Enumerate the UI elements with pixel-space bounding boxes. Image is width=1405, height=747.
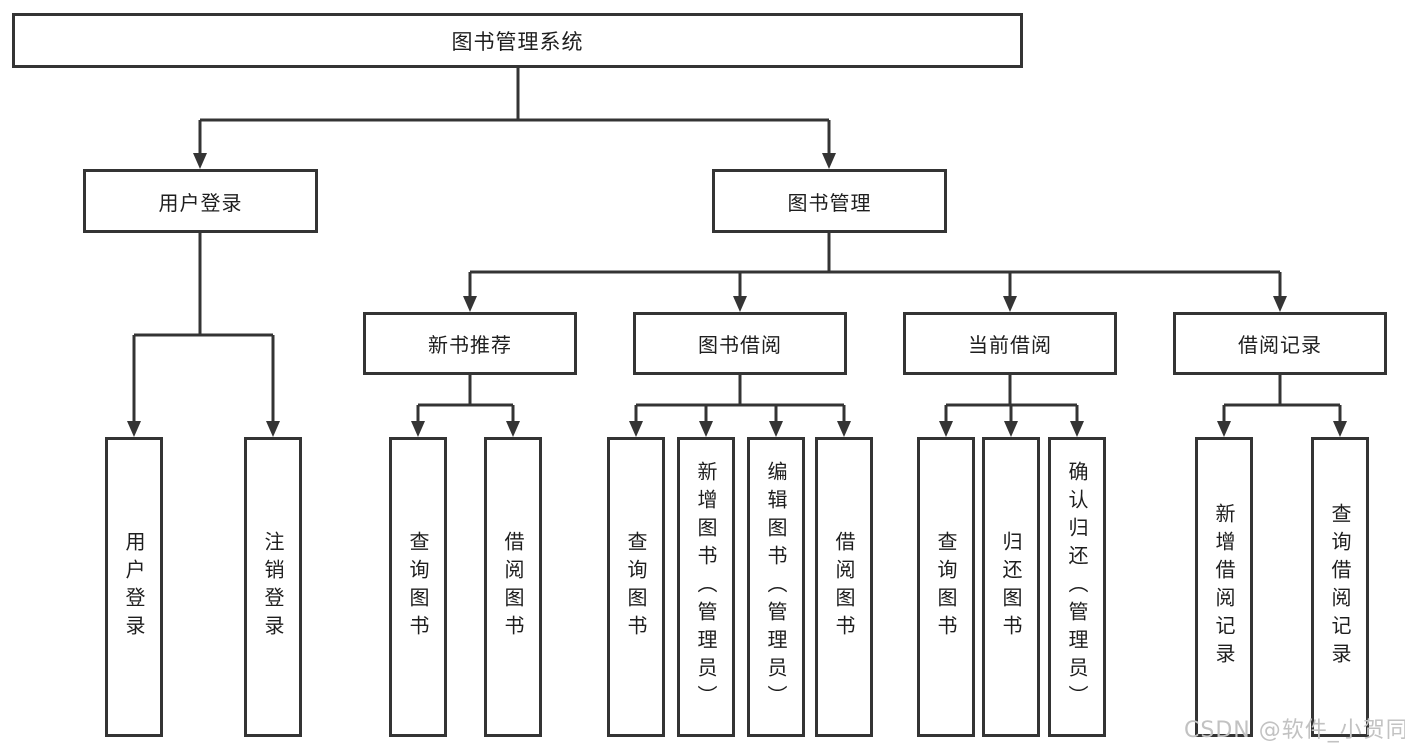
arrowhead [629, 421, 643, 437]
leaf-query-books-borrow-label: 查询图书 [624, 531, 648, 643]
arrowhead [822, 153, 836, 169]
arrowhead [769, 421, 783, 437]
leaf-confirm-return-admin-label: 确认归还（管理员） [1065, 461, 1089, 713]
leaf-logout: 注销登录 [244, 437, 302, 737]
arrowhead [266, 421, 280, 437]
connector-current-borrow-to-leaves [939, 375, 1084, 437]
arrowhead [127, 421, 141, 437]
leaf-user-login: 用户登录 [105, 437, 163, 737]
arrowhead [1273, 296, 1287, 312]
node-user-login: 用户登录 [83, 169, 318, 233]
node-library-system: 图书管理系统 [12, 13, 1023, 68]
leaf-add-borrow-record-label: 新增借阅记录 [1212, 503, 1236, 671]
leaf-logout-label: 注销登录 [261, 531, 285, 643]
arrowhead [506, 421, 520, 437]
node-current-borrow: 当前借阅 [903, 312, 1117, 375]
leaf-borrow-books-recommend: 借阅图书 [484, 437, 542, 737]
leaf-query-books-recommend-label: 查询图书 [406, 531, 430, 643]
leaf-query-borrow-record-label: 查询借阅记录 [1328, 503, 1352, 671]
node-user-login-label: 用户登录 [158, 190, 243, 215]
leaf-query-borrow-record: 查询借阅记录 [1311, 437, 1369, 737]
leaf-borrow-books-recommend-label: 借阅图书 [501, 531, 525, 643]
node-borrow-records: 借阅记录 [1173, 312, 1387, 375]
connector-borrow-records-to-leaves [1217, 375, 1347, 437]
leaf-user-login-label: 用户登录 [122, 531, 146, 643]
leaf-add-borrow-record: 新增借阅记录 [1195, 437, 1253, 737]
connector-root-to-branches [193, 68, 836, 169]
connector-line [470, 233, 1280, 274]
leaf-query-books-current: 查询图书 [917, 437, 975, 737]
arrowhead [193, 153, 207, 169]
arrowhead [463, 296, 477, 312]
connector-line [418, 375, 513, 407]
leaf-borrow-books-borrow-label: 借阅图书 [832, 531, 856, 643]
connector-line [946, 375, 1077, 407]
leaf-query-books-current-label: 查询图书 [934, 531, 958, 643]
node-new-book-recommend: 新书推荐 [363, 312, 577, 375]
node-borrow-records-label: 借阅记录 [1238, 333, 1322, 357]
leaf-confirm-return-admin: 确认归还（管理员） [1048, 437, 1106, 737]
connector-line [200, 68, 829, 122]
node-book-management-label: 图书管理 [787, 190, 872, 215]
connector-line [636, 375, 844, 407]
leaf-query-books-borrow: 查询图书 [607, 437, 665, 737]
node-book-borrow: 图书借阅 [633, 312, 847, 375]
node-library-system-label: 图书管理系统 [451, 29, 584, 54]
arrowhead [939, 421, 953, 437]
arrowhead [699, 421, 713, 437]
leaf-return-books: 归还图书 [982, 437, 1040, 737]
leaf-return-books-label: 归还图书 [999, 531, 1023, 643]
connector-new-book-recommend-to-leaves [411, 375, 520, 437]
arrowhead [837, 421, 851, 437]
leaf-add-book-admin-label: 新增图书（管理员） [694, 461, 718, 713]
node-new-book-recommend-label: 新书推荐 [428, 333, 512, 357]
leaf-query-books-recommend: 查询图书 [389, 437, 447, 737]
arrowhead [1003, 296, 1017, 312]
node-current-borrow-label: 当前借阅 [968, 333, 1052, 357]
node-book-borrow-label: 图书借阅 [698, 333, 782, 357]
arrowhead [1004, 421, 1018, 437]
arrowhead [1070, 421, 1084, 437]
node-book-management: 图书管理 [712, 169, 947, 233]
leaf-add-book-admin: 新增图书（管理员） [677, 437, 735, 737]
leaf-edit-book-admin-label: 编辑图书（管理员） [764, 461, 788, 713]
connector-book-borrow-to-leaves [629, 375, 851, 437]
arrowhead [1333, 421, 1347, 437]
arrowhead [1217, 421, 1231, 437]
connector-user-login-to-leaves [127, 233, 280, 437]
connector-book-management-to-sections [463, 233, 1287, 312]
arrowhead [411, 421, 425, 437]
leaf-borrow-books-borrow: 借阅图书 [815, 437, 873, 737]
leaf-edit-book-admin: 编辑图书（管理员） [747, 437, 805, 737]
watermark: CSDN @软件_小贺同学 [1184, 718, 1405, 743]
arrowhead [733, 296, 747, 312]
connector-line [134, 233, 273, 337]
connector-line [1224, 375, 1340, 407]
